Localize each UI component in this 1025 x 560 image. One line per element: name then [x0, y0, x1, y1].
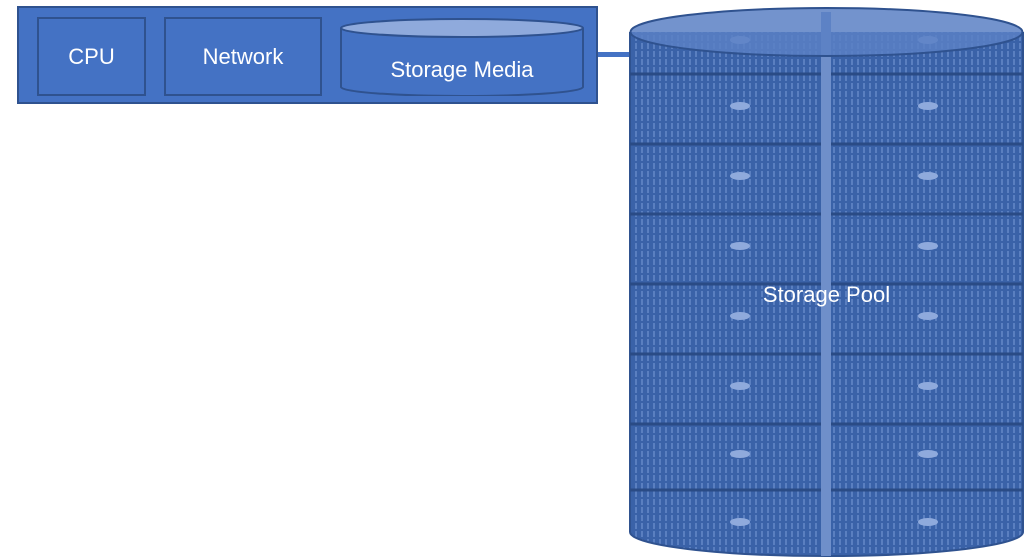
storage-media-cylinder: Storage Media [339, 17, 585, 96]
storage-pool: Storage Pool [628, 2, 1025, 558]
network-box: Network [164, 17, 322, 96]
cpu-label: CPU [68, 43, 115, 69]
storage-media-cylinder-shape [340, 18, 584, 96]
storage-media-label: Storage Media [390, 56, 534, 82]
connector-line [598, 52, 632, 57]
storage-pool-cylinder [629, 7, 1024, 558]
server-node-panel: CPU Network Storage Media [17, 6, 598, 104]
cpu-box: CPU [37, 17, 146, 96]
storage-pool-label: Storage Pool [762, 282, 891, 307]
network-label: Network [202, 43, 284, 69]
